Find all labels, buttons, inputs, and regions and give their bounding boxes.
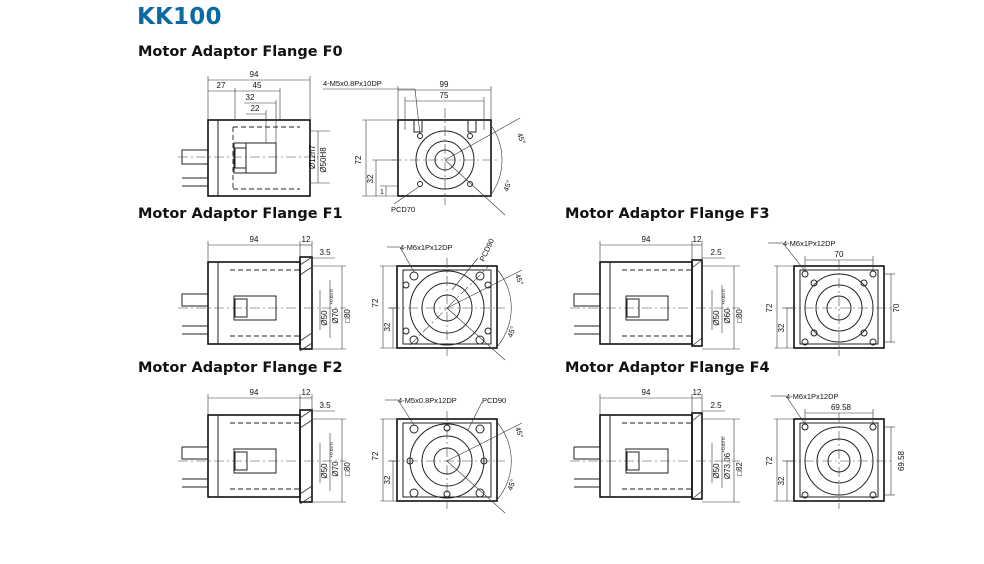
f1-side-dim-2: 12	[302, 235, 311, 244]
f4-side-dim-2: 12	[693, 388, 702, 397]
f1-side-dia-1: Ø50	[320, 310, 329, 326]
f2-side-dim-2: 12	[302, 388, 311, 397]
f1-side-dia-3: □80	[343, 309, 352, 323]
f0-front-angle-1: 45°	[515, 132, 527, 146]
f4-front-dim-h3: 69.58	[897, 450, 906, 471]
f2-front-view: 4-M5x0.8Px12DP PCD90 72 32 45° 45°	[371, 396, 525, 514]
f2-side-dim-1: 94	[250, 388, 259, 397]
f3-side-dim-2: 12	[693, 235, 702, 244]
f3-front-dim-w1: 70	[835, 250, 844, 259]
f1-front-angle-2: 45°	[505, 325, 517, 339]
f0-side-dim-2: 27	[217, 81, 226, 90]
f1-side-dim-3: 3.5	[319, 248, 331, 257]
f4-side-dim-1: 94	[642, 388, 651, 397]
f3-front-dim-h3: 70	[892, 303, 901, 312]
f0-side-dim-5: 22	[251, 104, 260, 113]
f0-front-dim-h3: 1	[380, 189, 384, 196]
f4-front-view: 4-M6x1Px12DP 69.58 72 32 69.58	[765, 392, 906, 509]
f1-side-tol: +0.03 0	[329, 289, 334, 305]
f4-side-dim-3: 2.5	[710, 401, 722, 410]
f0-front-dim-h2: 32	[366, 174, 375, 183]
f3-front-dim-h1: 72	[765, 303, 774, 312]
f1-side-dia-2: Ø70	[331, 308, 340, 324]
f3-front-view: 4-M6x1Px12DP 70 72 32 70	[765, 239, 901, 356]
f1-front-view: 4-M6x1Px12DP PCD90 72 32 45° 45°	[371, 237, 525, 361]
f2-front-angle-2: 45°	[505, 478, 517, 492]
f4-front-dim-h1: 72	[765, 456, 774, 465]
section-title-f1: Motor Adaptor Flange F1	[138, 206, 343, 222]
f3-side-tol: +0.03 0	[721, 289, 726, 305]
f0-side-dim-1: 94	[250, 70, 259, 79]
f1-side-view: 94 12 3.5 Ø50 Ø70 +0.03 0 □80	[178, 235, 352, 352]
f1-front-angle-1: 45°	[513, 273, 525, 287]
f3-side-dia-3: □80	[735, 309, 744, 323]
f3-side-dim-1: 94	[642, 235, 651, 244]
f2-side-dia-3: □80	[343, 462, 352, 476]
f3-side-dia-1: Ø50	[712, 310, 721, 326]
f2-side-tol: +0.03 0	[329, 442, 334, 458]
f0-front-pcd: PCD70	[391, 205, 415, 214]
f2-front-dim-h2: 32	[383, 475, 392, 484]
f2-side-dim-3: 3.5	[319, 401, 331, 410]
f1-front-dim-h1: 72	[371, 298, 380, 307]
f2-front-dim-h1: 72	[371, 451, 380, 460]
f2-side-view: 94 12 3.5 Ø50 Ø70 +0.03 0 □80	[178, 388, 352, 505]
f2-front-pcd: PCD90	[482, 396, 506, 405]
f1-side-dim-1: 94	[250, 235, 259, 244]
f1-front-pcd: PCD90	[478, 237, 496, 263]
f2-front-angle-1: 45°	[513, 426, 525, 440]
f2-front-callout: 4-M5x0.8Px12DP	[398, 396, 457, 405]
f1-front-dim-h2: 32	[383, 322, 392, 331]
f4-front-callout: 4-M6x1Px12DP	[786, 392, 839, 401]
f0-side-dia-2: Ø50H8	[319, 147, 328, 173]
section-title-f4: Motor Adaptor Flange F4	[565, 360, 770, 376]
f0-front-view: 4-M5x0.8Px10DP 99 75 72 32 1 PCD70 45° 4…	[323, 79, 527, 216]
f0-front-angle-2: 45°	[501, 179, 513, 193]
f3-side-dia-2: Ø60	[723, 308, 732, 324]
f0-side-dia-1: Ø12h7	[308, 144, 317, 169]
f4-side-dia-3: □82	[735, 462, 744, 476]
f4-side-tol: +0.03 0	[721, 437, 726, 453]
f3-front-callout: 4-M6x1Px12DP	[783, 239, 836, 248]
f0-front-dim-w2: 75	[440, 91, 449, 100]
f0-front-dim-h1: 72	[354, 155, 363, 164]
f3-side-view: 94 12 2.5 Ø50 Ø60 +0.03 0 □80	[570, 235, 744, 350]
f0-front-dim-w1: 99	[440, 80, 449, 89]
section-title-f2: Motor Adaptor Flange F2	[138, 360, 343, 376]
f2-side-dia-1: Ø50	[320, 463, 329, 479]
f0-side-view: 94 27 45 32 22 Ø12h7 Ø50H8	[178, 70, 330, 197]
f4-side-view: 94 12 2.5 Ø50 Ø73.06 +0.03 0 □82	[570, 388, 744, 503]
page-title: KK100	[137, 4, 222, 30]
f3-side-dim-3: 2.5	[710, 248, 722, 257]
f0-side-dim-4: 32	[246, 93, 255, 102]
f4-side-dia-2: Ø73.06	[723, 452, 732, 479]
section-title-f3: Motor Adaptor Flange F3	[565, 206, 770, 222]
section-title-f0: Motor Adaptor Flange F0	[138, 44, 343, 60]
f0-side-dim-3: 45	[253, 81, 262, 90]
f3-front-dim-h2: 32	[777, 323, 786, 332]
f0-front-callout: 4-M5x0.8Px10DP	[323, 79, 382, 88]
f4-front-dim-w1: 69.58	[831, 403, 852, 412]
f1-front-callout: 4-M6x1Px12DP	[400, 243, 453, 252]
f4-front-dim-h2: 32	[777, 476, 786, 485]
f2-side-dia-2: Ø70	[331, 461, 340, 477]
f4-side-dia-1: Ø50	[712, 463, 721, 479]
